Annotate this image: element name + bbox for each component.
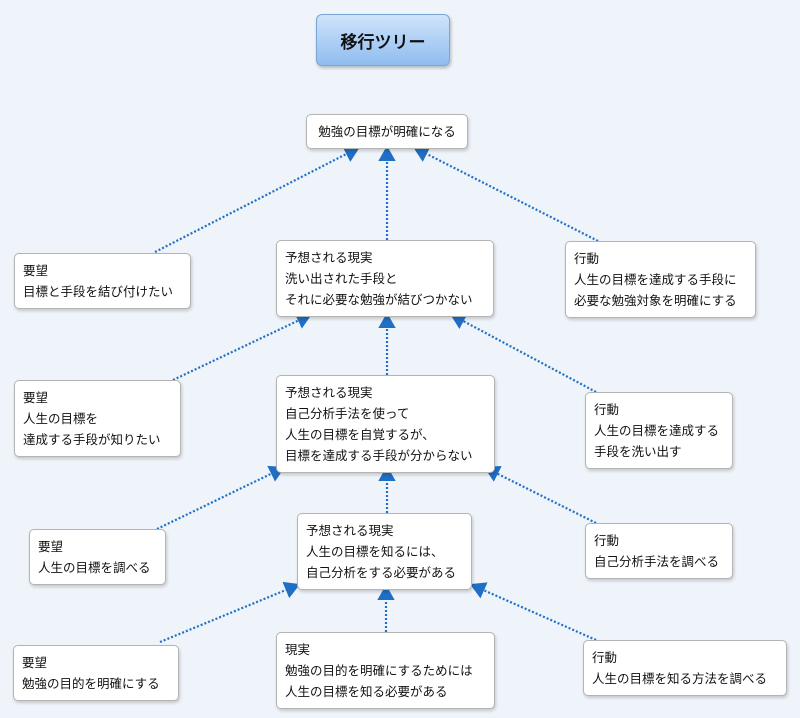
node-heading: 行動 [574, 251, 600, 266]
node-goal: 勉強の目標が明確になる [306, 114, 468, 149]
node-heading: 要望 [38, 539, 64, 554]
connector-arrow [413, 146, 599, 242]
node-level2-action: 行動人生の目標を達成する手段を洗い出す [585, 392, 733, 469]
node-heading: 要望 [22, 655, 48, 670]
node-text: 自己分析手法を調べる [594, 554, 720, 569]
connector-arrow [484, 466, 597, 524]
connector-arrow [154, 146, 360, 253]
node-text: 勉強の目標が明確になる [318, 124, 456, 139]
node-text: 人生の目標を自覚するが、 [285, 427, 435, 442]
node-text: 勉強の目的を明確にする [22, 676, 160, 691]
node-text: 人生の目標を調べる [38, 560, 151, 575]
connector-arrow [469, 582, 597, 642]
node-text: 人生の目標を達成する [594, 423, 720, 438]
connector-arrow [159, 581, 301, 644]
node-text: 人生の目標を [23, 411, 99, 426]
node-text: 目標と手段を結び付けたい [23, 284, 174, 299]
node-heading: 行動 [594, 533, 620, 548]
node-level4-reality: 現実勉強の目的を明確にするためには人生の目標を知る必要がある [276, 632, 495, 709]
node-level3-reality: 予想される現実 人生の目標を知るには、自己分析をする必要がある [297, 513, 472, 590]
node-text: 勉強の目的を明確にするためには [285, 663, 473, 678]
node-text: 自己分析手法を使って [285, 406, 410, 421]
node-text: 手段を洗い出す [594, 444, 682, 459]
node-text: 洗い出された手段と [285, 271, 398, 286]
node-heading: 予想される現実 [285, 250, 373, 265]
node-level3-action: 行動自己分析手法を調べる [585, 523, 733, 579]
node-text: それに必要な勉強が結びつかない [285, 292, 473, 307]
connector-arrow [172, 312, 312, 381]
node-text: 人生の目標を達成する手段に [574, 272, 737, 287]
node-text: 達成する手段が知りたい [23, 432, 161, 447]
node-heading: 行動 [594, 402, 620, 417]
node-level4-want: 要望勉強の目的を明確にする [13, 645, 179, 701]
node-text: 人生の目標を知る必要がある [285, 684, 448, 699]
node-level2-want: 要望人生の目標を達成する手段が知りたい [14, 380, 181, 457]
node-heading: 予想される現実 [306, 523, 394, 538]
node-heading: 要望 [23, 263, 49, 278]
node-level1-action: 行動人生の目標を達成する手段に必要な勉強対象を明確にする [565, 241, 756, 318]
node-text: 人生の目標を知るには、 [306, 544, 444, 559]
diagram-title: 移行ツリー [316, 14, 450, 66]
node-level1-reality: 予想される現実洗い出された手段とそれに必要な勉強が結びつかない [276, 240, 494, 317]
node-heading: 要望 [23, 390, 49, 405]
node-heading: 現実 [285, 642, 311, 657]
node-heading: 予想される現実 [285, 385, 373, 400]
node-text: 人生の目標を知る方法を調べる [592, 671, 768, 686]
connector-arrow [156, 465, 285, 530]
node-level1-want: 要望目標と手段を結び付けたい [14, 253, 191, 309]
node-level4-action: 行動人生の目標を知る方法を調べる [583, 640, 787, 696]
node-text: 自己分析をする必要がある [306, 565, 457, 580]
node-heading: 行動 [592, 650, 618, 665]
node-text: 目標を達成する手段が分からない [285, 448, 473, 463]
connector-arrow [450, 313, 597, 393]
node-level3-want: 要望人生の目標を調べる [29, 529, 166, 585]
node-text: 必要な勉強対象を明確にする [574, 293, 737, 308]
node-level2-reality: 予想される現実自己分析手法を使って 人生の目標を自覚するが、目標を達成する手段が… [276, 375, 495, 473]
